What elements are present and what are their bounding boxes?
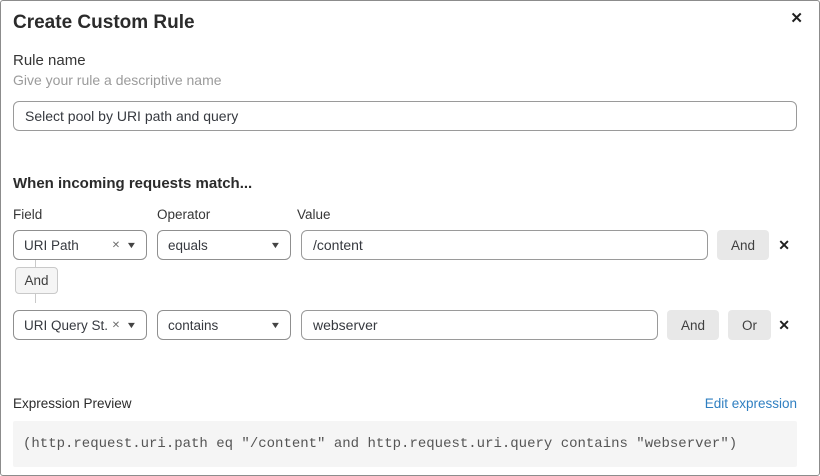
- and-connector-badge[interactable]: And: [15, 267, 58, 294]
- rule-name-helper: Give your rule a descriptive name: [13, 72, 222, 88]
- clear-selection-icon[interactable]: ✕: [111, 239, 121, 251]
- rule-name-section: Rule name Give your rule a descriptive n…: [13, 53, 797, 131]
- field-select[interactable]: URI Query St... ✕ ▼: [13, 310, 147, 340]
- value-input[interactable]: [301, 310, 658, 340]
- chevron-down-icon: ▼: [269, 240, 282, 250]
- condition-row-1: URI Path ✕ ▼ equals ▼ And ✕: [13, 230, 797, 260]
- delete-condition-icon[interactable]: ✕: [776, 315, 792, 336]
- operator-column-label: Operator: [157, 207, 211, 222]
- condition-connector: And: [13, 260, 797, 303]
- clear-selection-icon[interactable]: ✕: [111, 319, 121, 331]
- chevron-down-icon: ▼: [125, 320, 138, 330]
- expression-preview-header: Expression Preview Edit expression: [13, 396, 797, 412]
- expression-preview-label: Expression Preview: [13, 396, 132, 411]
- operator-select-value: equals: [168, 237, 208, 253]
- add-and-condition-button[interactable]: And: [717, 230, 770, 260]
- field-select-value: URI Path: [24, 237, 79, 253]
- rule-name-label: Rule name: [13, 52, 86, 69]
- page-title: Create Custom Rule: [13, 12, 195, 33]
- close-icon[interactable]: ✕: [786, 7, 807, 30]
- add-and-condition-button[interactable]: And: [667, 310, 720, 340]
- field-select-value: URI Query St...: [24, 317, 108, 333]
- edit-expression-link[interactable]: Edit expression: [704, 396, 797, 411]
- condition-row-2: URI Query St... ✕ ▼ contains ▼ And Or ✕: [13, 310, 797, 340]
- operator-select[interactable]: equals ▼: [157, 230, 291, 260]
- chevron-down-icon: ▼: [269, 320, 282, 330]
- value-column-label: Value: [297, 207, 331, 222]
- expression-code: (http.request.uri.path eq "/content" and…: [13, 421, 797, 467]
- rule-name-input[interactable]: [13, 101, 797, 131]
- field-column-label: Field: [13, 207, 43, 222]
- value-input[interactable]: [301, 230, 708, 260]
- field-select[interactable]: URI Path ✕ ▼: [13, 230, 147, 260]
- delete-condition-icon[interactable]: ✕: [776, 235, 792, 256]
- add-or-condition-button[interactable]: Or: [728, 310, 772, 340]
- match-heading: When incoming requests match...: [13, 175, 253, 192]
- operator-select-value: contains: [168, 317, 219, 333]
- operator-select[interactable]: contains ▼: [157, 310, 291, 340]
- chevron-down-icon: ▼: [125, 240, 138, 250]
- column-labels: Field Operator Value: [13, 207, 797, 223]
